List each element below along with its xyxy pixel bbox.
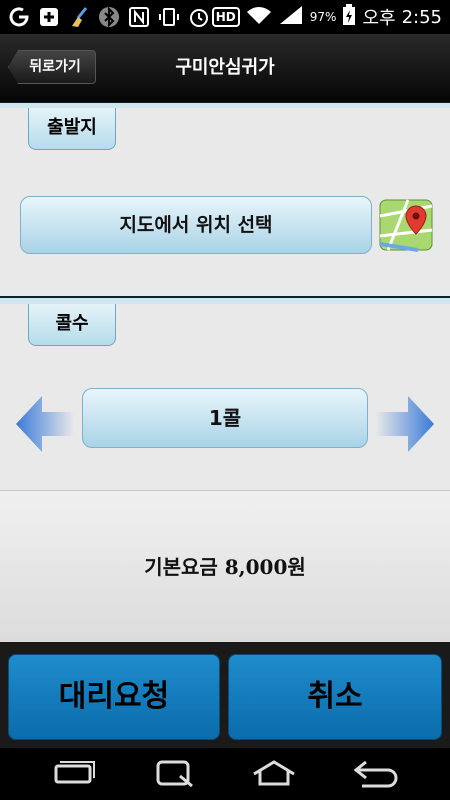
section-divider xyxy=(0,296,450,304)
battery-icon xyxy=(342,3,356,31)
home-icon[interactable] xyxy=(252,758,296,788)
call-count-tab: 콜수 xyxy=(28,304,116,346)
signal-icon xyxy=(278,4,304,31)
navigation-bar xyxy=(0,748,450,800)
vibrate-icon xyxy=(158,6,180,28)
map-pin-icon[interactable] xyxy=(378,196,434,254)
plus-icon xyxy=(38,6,60,28)
cancel-button[interactable]: 취소 xyxy=(228,654,442,740)
fare-panel: 기본요금 8,000원 xyxy=(0,490,450,642)
request-driver-button[interactable]: 대리요청 xyxy=(8,654,220,740)
ampm-label: 오후 xyxy=(362,8,396,29)
action-bar: 대리요청 취소 xyxy=(0,642,450,748)
base-fare-label: 기본요금 8,000원 xyxy=(144,555,306,579)
call-count-value[interactable]: 1콜 xyxy=(82,388,368,448)
title-bar: 뒤로가기 구미안심귀가 xyxy=(0,34,450,102)
status-bar: HD 97% 오후 2:55 xyxy=(0,0,450,34)
back-button[interactable]: 뒤로가기 xyxy=(8,50,96,84)
g-icon xyxy=(8,6,30,28)
departure-tab: 출발지 xyxy=(28,108,116,150)
increase-arrow-icon[interactable] xyxy=(376,394,436,454)
broom-icon xyxy=(68,6,90,28)
back-icon[interactable] xyxy=(353,758,398,788)
clock-time: 2:55 xyxy=(401,6,442,28)
call-count-section: 콜수 1콜 xyxy=(0,304,450,490)
header-divider xyxy=(0,102,450,108)
alarm-icon xyxy=(188,6,210,28)
select-location-on-map-button[interactable]: 지도에서 위치 선택 xyxy=(20,196,372,254)
recent-apps-icon[interactable] xyxy=(52,758,96,788)
battery-percent: 97% xyxy=(309,10,337,24)
wifi-icon xyxy=(246,4,272,31)
nfc-icon xyxy=(128,6,150,28)
hd-icon: HD xyxy=(211,7,240,27)
bluetooth-icon xyxy=(98,6,120,28)
departure-section: 출발지 지도에서 위치 선택 xyxy=(0,108,450,298)
decrease-arrow-icon[interactable] xyxy=(14,394,74,454)
menu-search-icon[interactable] xyxy=(154,758,198,788)
page-title: 구미안심귀가 xyxy=(175,57,275,78)
